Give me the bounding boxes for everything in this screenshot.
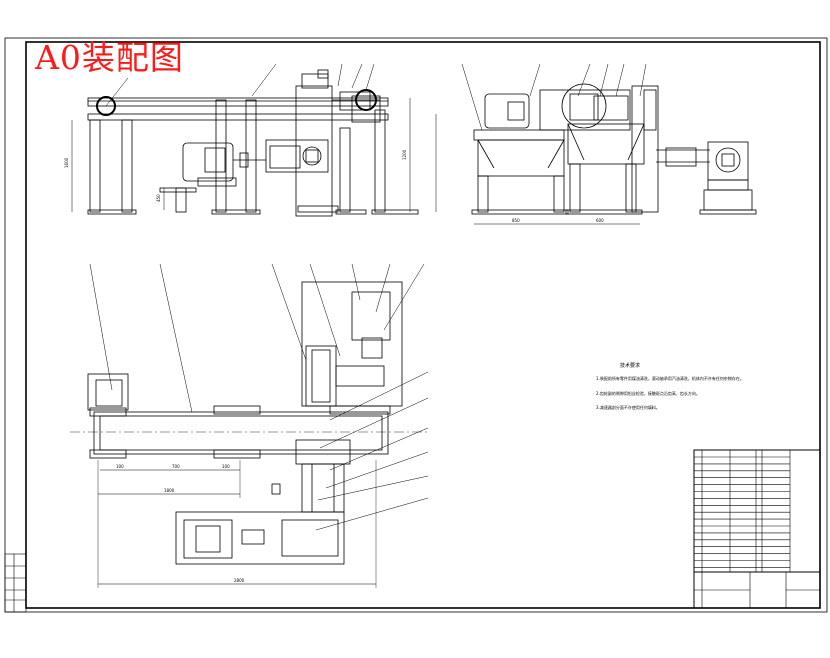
- tech-requirement-3: 3.减速器剖分面不许使用任何填料。: [596, 404, 660, 410]
- inner-border: [25, 41, 821, 609]
- front-view: [71, 63, 437, 217]
- side-view: [461, 63, 757, 225]
- dim-front-height-left: 1600: [64, 157, 69, 168]
- drawing-title: A0装配图: [35, 38, 184, 77]
- left-margin-block: [4, 553, 27, 613]
- dim-plan-b: 700: [172, 464, 180, 469]
- dim-front-height-right: 1200: [402, 149, 407, 160]
- dim-plan-total: 2800: [234, 578, 245, 583]
- tech-requirement-1: 1.装配前所有零件用煤油清洗，滚动轴承用汽油清洗，机体内不许有任何杂物存在。: [596, 375, 744, 381]
- tech-requirement-2: 2.齿轮副的侧隙用铅丝检验，接触斑点沿齿高、齿长方向。: [596, 390, 700, 396]
- dim-plan-c: 100: [222, 464, 230, 469]
- plan-view: [70, 263, 430, 588]
- dim-side-width-left: 850: [512, 218, 520, 223]
- dim-plan-a: 100: [116, 464, 124, 469]
- dim-plan-span: 1800: [164, 488, 175, 493]
- tech-requirements-heading: 技术要求: [620, 362, 640, 369]
- parts-list-table: [693, 449, 821, 609]
- outer-border: [4, 37, 828, 613]
- dim-front-base: 450: [156, 194, 161, 202]
- dim-side-width-right: 600: [596, 218, 604, 223]
